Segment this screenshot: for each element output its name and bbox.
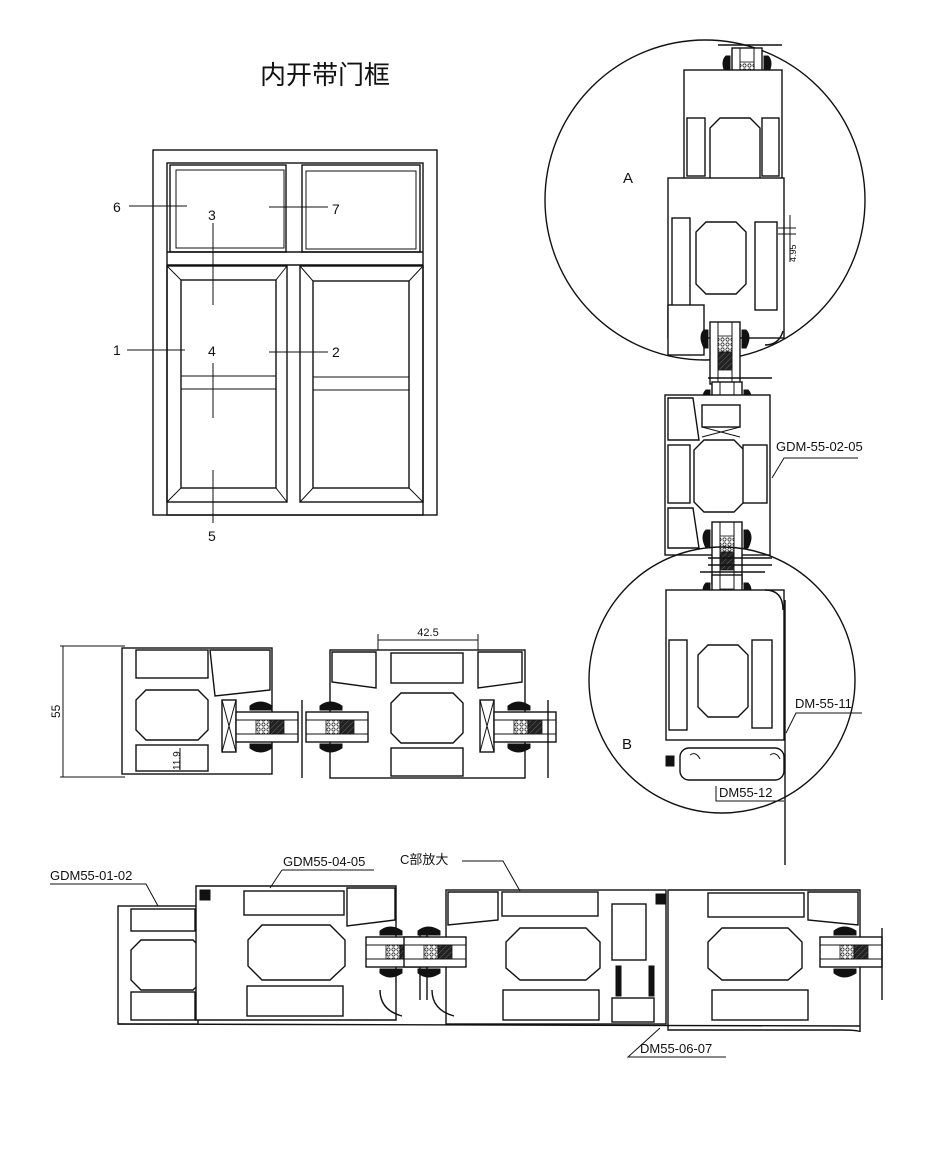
label-enlarge-c: C部放大 [400,852,448,867]
dimension-42-5: 42.5 [417,627,438,639]
section-left: 55 11.9 [49,645,299,778]
door-elevation: 1 2 3 4 5 6 7 [113,149,438,544]
vertical-mullion-section: GDM-55-02-05 [664,381,863,585]
callout-7: 7 [332,201,340,217]
callout-1: 1 [113,342,121,358]
label-mullion: GDM-55-02-05 [776,439,863,454]
callout-2: 2 [332,344,340,360]
section-middle: 42.5 [301,627,557,779]
dimension-4-95: 4.95 [788,244,798,262]
detail-circle-b: B DM-55-11 DM55-12 [588,546,862,865]
dimension-55: 55 [49,704,63,718]
dimension-11-9: 11.9 [172,751,183,770]
callout-3: 3 [208,207,216,223]
label-sill-base: DM55-12 [719,785,772,800]
label-center-mullion: DM55-06-07 [640,1041,712,1056]
label-frame-left: GDM55-01-02 [50,868,132,883]
callout-6: 6 [113,199,121,215]
detail-a-label: A [623,170,633,187]
callout-5: 5 [208,528,216,544]
label-sill-cover: DM-55-11 [795,696,852,711]
page-title: 内开带门框 [260,60,390,90]
detail-b-label: B [622,736,632,753]
label-sash-left: GDM55-04-05 [283,854,365,869]
detail-circle-a: A 4.95 [544,39,866,385]
callout-4: 4 [208,343,216,359]
horizontal-section: GDM55-01-02 GDM55-04-05 C部放大 DM55-06-07 [50,852,883,1058]
